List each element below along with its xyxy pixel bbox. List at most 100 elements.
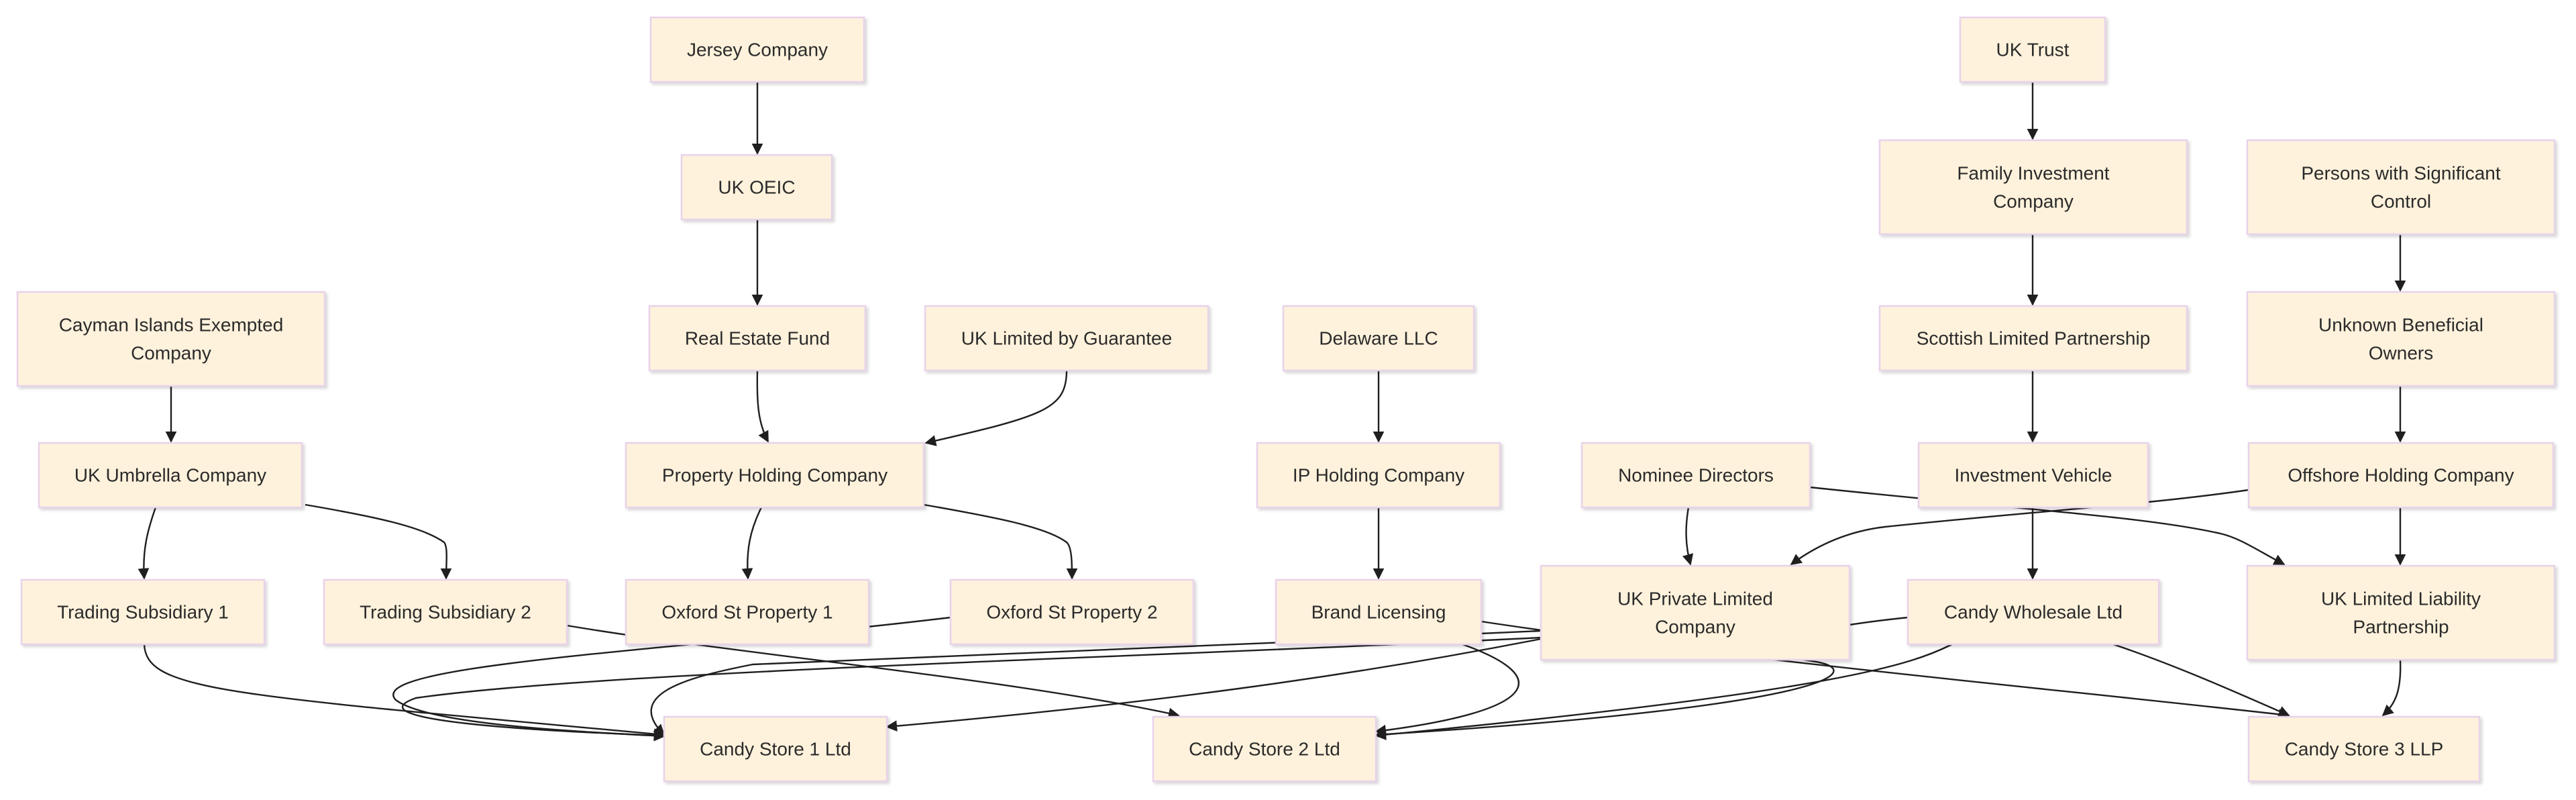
node-box <box>38 442 303 509</box>
node-label: Trading Subsidiary 1 <box>57 602 229 623</box>
edge-offshore-to-uk_private <box>1790 489 2249 566</box>
node-box <box>1540 564 1851 661</box>
node-box <box>680 154 833 221</box>
node-brand: Brand Licensing <box>1275 579 1483 646</box>
node-box <box>2247 442 2555 509</box>
edge-uk_guarantee-to-property_holding <box>924 370 1068 446</box>
node-box <box>323 579 568 646</box>
node-label: Persons with Significant <box>2301 163 2500 184</box>
node-box <box>1256 442 1501 509</box>
node-uk-umbrella: UK Umbrella Company <box>38 442 303 509</box>
node-offshore: Offshore Holding Company <box>2247 442 2555 509</box>
node-label: Candy Store 3 LLP <box>2285 739 2444 760</box>
edge-uk_umbrella-to-trading2 <box>305 503 452 580</box>
node-re-fund: Real Estate Fund <box>648 305 867 372</box>
node-property-holding: Property Holding Company <box>625 442 925 509</box>
node-label: UK Umbrella Company <box>74 465 266 486</box>
node-label: Brand Licensing <box>1311 602 1446 623</box>
node-delaware: Delaware LLC <box>1282 305 1475 372</box>
node-store3: Candy Store 3 LLP <box>2247 715 2481 783</box>
node-box <box>2246 564 2556 661</box>
node-label: Unknown Beneficial <box>2318 315 2483 336</box>
node-box <box>1152 715 1377 783</box>
edge-candy_wholesale-to-store3 <box>2112 643 2290 717</box>
node-box <box>625 579 870 646</box>
node-box <box>20 579 266 646</box>
node-box <box>1959 16 2106 83</box>
edge-brand-to-store2 <box>1375 643 1519 736</box>
node-label: IP Holding Company <box>1293 465 1464 486</box>
node-candy-wholesale: Candy Wholesale Ltd <box>1907 579 2160 646</box>
node-label: Company <box>1655 617 1735 638</box>
node-label: Nominee Directors <box>1618 465 1774 486</box>
node-box <box>2246 291 2556 387</box>
node-box <box>1878 305 2188 372</box>
node-uk-guarantee: UK Limited by Guarantee <box>924 305 1210 372</box>
node-label: Owners <box>2369 343 2433 364</box>
node-box <box>2246 139 2556 236</box>
node-label: Jersey Company <box>687 40 828 60</box>
node-label: UK Private Limited <box>1617 589 1773 609</box>
node-inv-vehicle: Investment Vehicle <box>1917 442 2149 509</box>
edge-uk_private-to-store1 <box>402 636 1542 741</box>
node-box <box>1580 442 1811 509</box>
node-box <box>1878 139 2188 236</box>
node-label: Delaware LLC <box>1319 328 1438 349</box>
node-label: Candy Store 2 Ltd <box>1189 739 1340 760</box>
node-nominee: Nominee Directors <box>1580 442 1811 509</box>
node-ip-holding: IP Holding Company <box>1256 442 1501 509</box>
node-label: Property Holding Company <box>662 465 888 486</box>
node-label: Control <box>2371 191 2431 212</box>
node-box <box>1282 305 1475 372</box>
node-box <box>2247 715 2481 783</box>
node-box <box>625 442 925 509</box>
node-box <box>1917 442 2149 509</box>
edge-uk_private-to-store2 <box>885 638 1542 732</box>
nodes-layer: Jersey Company UK Trust UK OEIC Family Inve… <box>16 16 2556 783</box>
node-label: UK Trust <box>1996 40 2070 60</box>
node-store1: Candy Store 1 Ltd <box>663 715 888 783</box>
node-label: Company <box>1993 191 2074 212</box>
edge-property_holding-to-oxford2 <box>923 503 1078 580</box>
node-scottish-lp: Scottish Limited Partnership <box>1878 305 2188 372</box>
node-box <box>16 291 326 387</box>
node-box <box>649 16 865 83</box>
node-store2: Candy Store 2 Ltd <box>1152 715 1377 783</box>
edge-re_fund-to-property_holding <box>756 370 769 443</box>
node-label: Candy Store 1 Ltd <box>700 739 851 760</box>
node-box <box>663 715 888 783</box>
node-box <box>924 305 1210 372</box>
node-label: UK OEIC <box>718 177 795 198</box>
edge-nominee-to-uk_private <box>1682 507 1694 566</box>
node-box <box>949 579 1195 646</box>
node-trading2: Trading Subsidiary 2 <box>323 579 568 646</box>
node-label: Oxford St Property 2 <box>986 602 1157 623</box>
edge-trading1-to-store1 <box>143 644 665 740</box>
edge-uk_umbrella-to-trading1 <box>138 507 157 580</box>
node-label: Real Estate Fund <box>685 328 830 349</box>
node-uk-trust: UK Trust <box>1959 16 2106 83</box>
node-label: Offshore Holding Company <box>2288 465 2514 486</box>
node-label: Candy Wholesale Ltd <box>1944 602 2123 623</box>
node-label: UK Limited Liability <box>2321 589 2481 609</box>
node-label: Trading Subsidiary 2 <box>360 602 531 623</box>
node-box <box>1907 579 2160 646</box>
node-label: Cayman Islands Exempted <box>59 315 284 336</box>
node-oxford2: Oxford St Property 2 <box>949 579 1195 646</box>
node-oxford1: Oxford St Property 1 <box>625 579 870 646</box>
node-label: Company <box>131 343 211 364</box>
node-uk-oeic: UK OEIC <box>680 154 833 221</box>
node-trading1: Trading Subsidiary 1 <box>20 579 266 646</box>
node-box <box>1275 579 1483 646</box>
node-jersey: Jersey Company <box>649 16 865 83</box>
node-label: Scottish Limited Partnership <box>1917 328 2151 349</box>
node-box <box>648 305 867 372</box>
node-label: Investment Vehicle <box>1954 465 2112 486</box>
node-label: UK Limited by Guarantee <box>961 328 1172 349</box>
